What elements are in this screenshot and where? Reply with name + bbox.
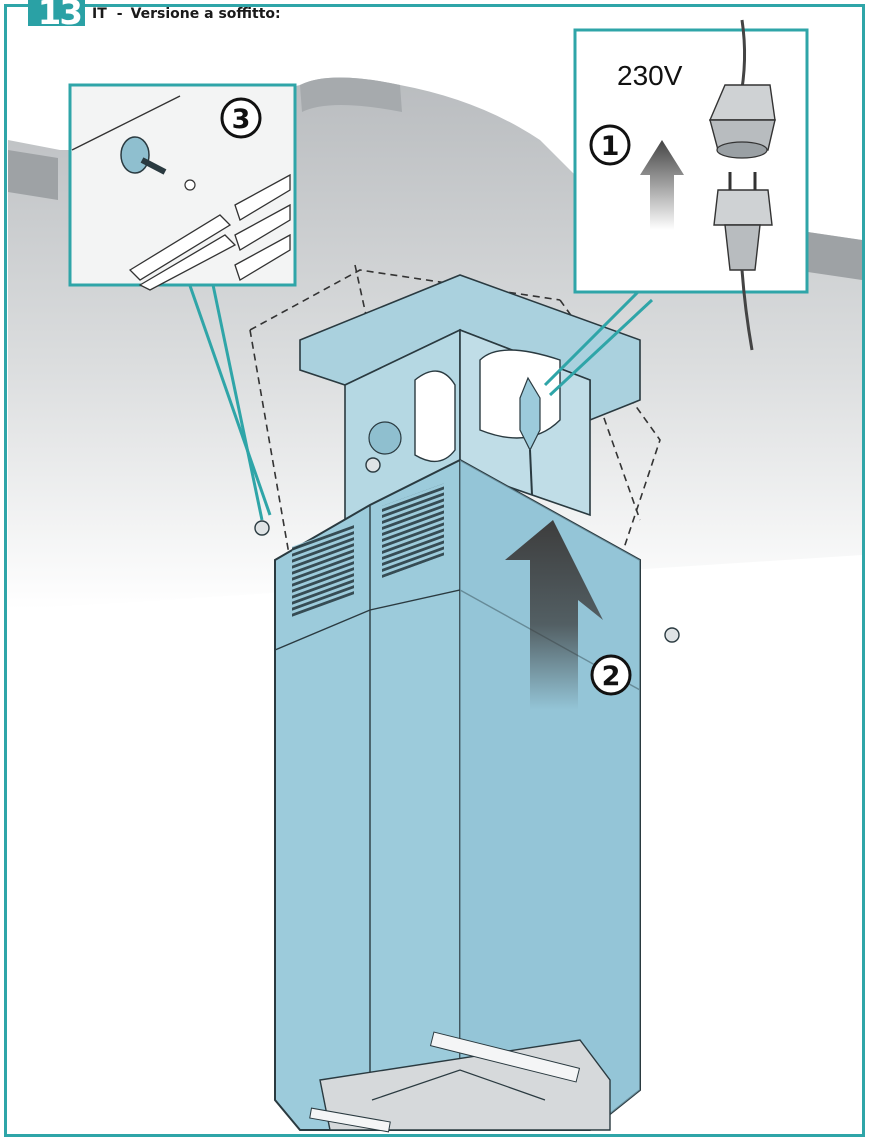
page-title: IT-Versione a soffitto: <box>92 4 281 24</box>
step-number-3: 3 <box>232 104 251 135</box>
screw-icon <box>254 457 680 643</box>
up-arrow-icon <box>505 520 603 710</box>
screw-detail-inset <box>68 83 297 291</box>
step-circle-1: 1 <box>589 124 631 166</box>
callout-leaders <box>186 279 654 521</box>
voltage-label: 230V <box>617 60 683 91</box>
step-number-2: 2 <box>602 661 621 692</box>
step-number-badge: 13 <box>28 0 85 26</box>
step-circle-2: 2 <box>590 654 632 696</box>
title-text: Versione a soffitto: <box>130 6 281 22</box>
language-code: IT <box>92 6 107 22</box>
title-separator: - <box>116 6 123 22</box>
step-number-1: 1 <box>601 131 620 162</box>
page-frame <box>4 4 865 1137</box>
step-circle-3: 3 <box>220 97 262 139</box>
